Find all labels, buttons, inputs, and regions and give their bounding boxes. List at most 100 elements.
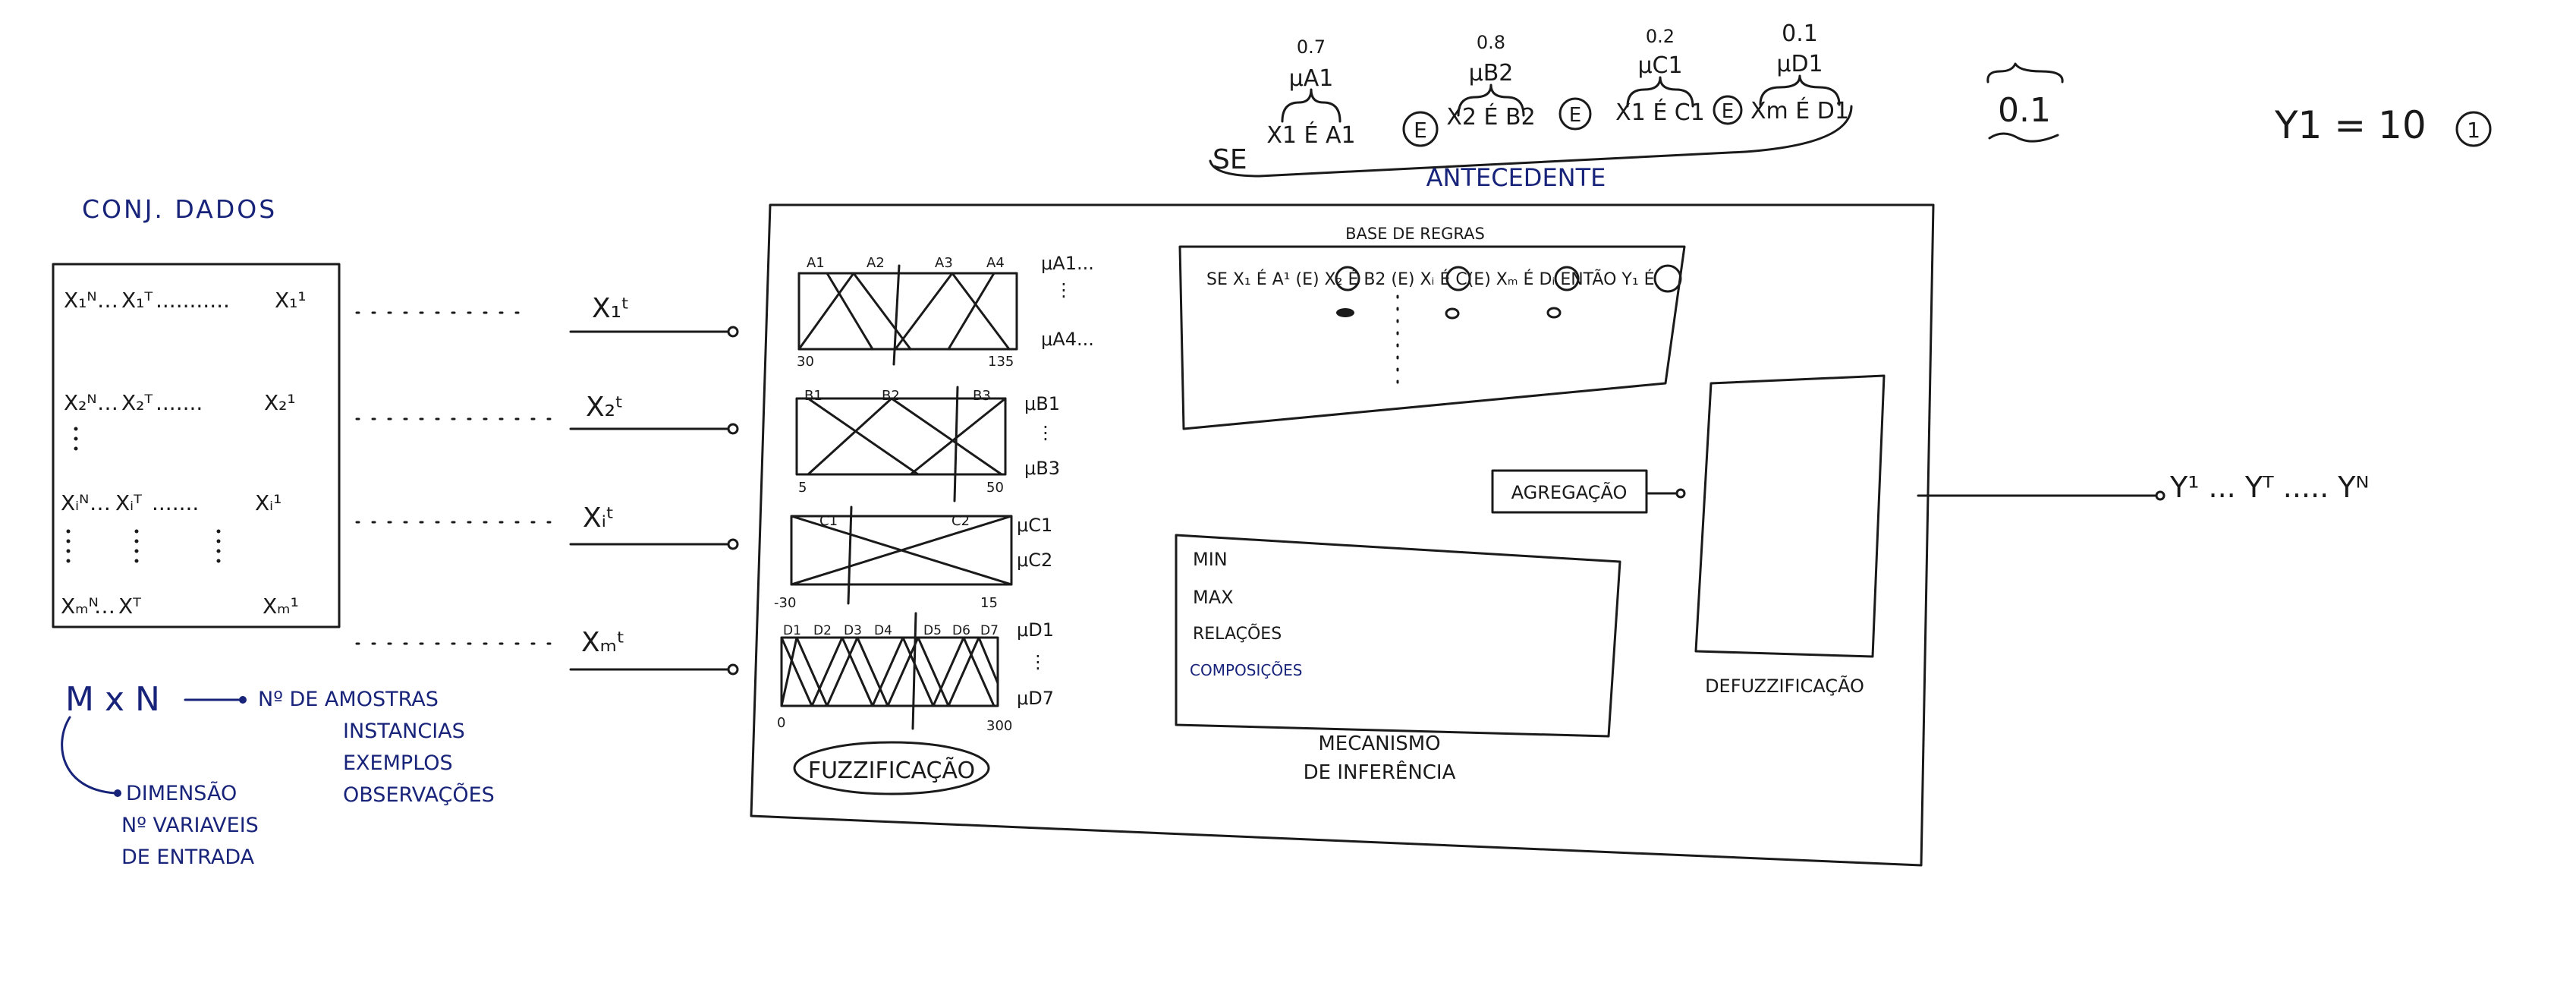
dataset-row: Xₘᴺ … Xᵀ Xₘ¹ — [61, 594, 299, 619]
row-first-value: X₁ᴺ — [64, 288, 97, 313]
term-value: 0.2 — [1646, 26, 1675, 47]
antecedent-label: ANTECEDENTE — [1426, 163, 1606, 192]
input-xm: Xₘᵗ — [355, 627, 739, 676]
rule-connective-mark — [1335, 266, 1360, 291]
input-x2: X₂ᵗ — [355, 392, 739, 435]
term-value: 0.7 — [1297, 36, 1326, 58]
mf-a2 — [797, 272, 912, 351]
aggregation-label: AGREGAÇÃO — [1511, 480, 1628, 503]
input-cursor — [847, 506, 853, 605]
output-example-marker: 1 — [2467, 118, 2480, 143]
rule-text: SE X₁ É A¹ (E) X₂ É B2 (E) Xᵢ É C(E) Xₘ … — [1206, 269, 1655, 289]
row-mid-value: X₁ᵀ — [121, 288, 153, 313]
axis-min: -30 — [774, 595, 796, 611]
row-ellipsis: … — [90, 490, 111, 515]
mf-a1 — [797, 272, 874, 351]
input-xi: Xᵢᵗ — [355, 502, 739, 550]
term-mu: μD1 — [1776, 51, 1823, 77]
rule-base-box — [1178, 245, 1686, 430]
rule-base-section: BASE DE REGRAS SE X₁ É A¹ (E) X₂ É B2 (E… — [1178, 225, 1686, 430]
dims-arrow — [61, 716, 117, 795]
row-ellipsis: … — [94, 594, 115, 619]
row-mid-value: Xᵀ — [118, 594, 141, 619]
term-brace — [1759, 74, 1841, 106]
antecedent-brace — [1209, 105, 1853, 178]
set-label: A2 — [867, 255, 885, 271]
set-label: B3 — [973, 388, 991, 404]
inference-item: RELAÇÕES — [1193, 623, 1282, 644]
input-x1: X₁ᵗ — [355, 293, 739, 338]
inference-item: COMPOSIÇÕES — [1190, 661, 1302, 679]
set-label: A3 — [935, 255, 953, 271]
inference-caption: DE INFERÊNCIA — [1304, 760, 1456, 784]
panel-frame — [780, 636, 999, 707]
axis-max: 50 — [986, 480, 1004, 496]
panel-frame — [795, 397, 1007, 476]
row-ellipsis: ........... — [156, 288, 230, 313]
antecedent-term: 0.7 μA1 X1 É A1 E — [1266, 36, 1439, 149]
vertical-ellipsis — [66, 427, 221, 563]
output-example-text: Y1 = 10 — [2274, 103, 2427, 147]
term-value: 0.8 — [1477, 32, 1505, 53]
result-brace — [1986, 62, 2064, 83]
output-example: Y1 = 10 1 — [2274, 103, 2492, 147]
set-label: C2 — [951, 513, 970, 529]
term-connective: E — [1569, 104, 1581, 127]
membership-panel-d: D1 D2 D3 D4 D5 D6 D7 0 300 μD1 ⋮ μD7 — [777, 612, 1054, 734]
rule-base-title: BASE DE REGRAS — [1345, 225, 1485, 243]
dataset-row: X₂ᴺ … X₂ᵀ ....... X₂¹ — [64, 390, 296, 415]
row-mid-value: Xᵢᵀ — [115, 490, 142, 515]
mf-a4 — [947, 272, 1018, 351]
dimension-label: M x N — [65, 680, 160, 719]
arrow-end — [727, 326, 739, 338]
mf-c2 — [790, 515, 1013, 586]
row-first-value: X₂ᴺ — [64, 390, 97, 415]
mf-d-sawtooth — [780, 636, 995, 707]
set-label: A1 — [807, 255, 825, 271]
set-label: B2 — [882, 388, 900, 404]
dimension-notes: M x N Nº DE AMOSTRAS INSTANCIAS EXEMPLOS… — [61, 680, 495, 869]
row-first-value: Xᵢᴺ — [61, 490, 89, 515]
dataset-row: X₁ᴺ … X₁ᵀ ........... X₁¹ — [64, 288, 307, 313]
term-text: Xm É D1 — [1750, 97, 1849, 124]
defuzzification-box — [1694, 374, 1886, 658]
arrow-end — [727, 663, 739, 676]
term-brace — [1626, 76, 1694, 108]
inference-section: MIN MAX RELAÇÕES COMPOSIÇÕES MECANISMO D… — [1175, 534, 1621, 784]
mu-bottom: μC2 — [1017, 550, 1052, 571]
mu-ellipsis: ⋮ — [1036, 422, 1055, 443]
antecedent-term: 0.2 μC1 X1 É C1 E — [1615, 26, 1743, 126]
antecedent-section: SE 0.7 μA1 X1 É A1 E 0.8 μB2 X2 É B2 E 0… — [1209, 20, 2064, 192]
panel-frame — [797, 272, 1018, 351]
dims-line: Nº VARIAVEIS — [121, 814, 259, 837]
set-label: D7 — [980, 623, 999, 638]
input-cursor — [892, 264, 901, 366]
antecedent-term: 0.1 μD1 Xm É D1 — [1750, 20, 1849, 124]
input-cursor — [911, 612, 917, 730]
set-label: D2 — [813, 623, 832, 638]
input-label: Xᵢᵗ — [583, 502, 615, 534]
set-label: B1 — [804, 388, 822, 404]
axis-max: 300 — [986, 718, 1012, 734]
mf-b2 — [807, 397, 1003, 476]
input-label: X₁ᵗ — [592, 293, 630, 324]
set-label: D3 — [844, 623, 862, 638]
fuzzification-label: FUZZIFICAÇÃO — [808, 757, 975, 784]
axis-min: 0 — [777, 715, 785, 731]
result-tilde — [1988, 132, 2059, 143]
row-ellipsis: ....... — [152, 490, 199, 515]
mf-a3 — [894, 272, 1011, 351]
set-label: C1 — [819, 513, 838, 529]
samples-line: EXEMPLOS — [343, 751, 453, 775]
mu-top: μA1... — [1041, 253, 1094, 274]
mf-d-sawtooth — [780, 636, 999, 707]
arrow-end — [727, 423, 739, 435]
axis-max: 15 — [980, 595, 998, 611]
term-text: X2 É B2 — [1446, 103, 1535, 131]
term-brace — [1457, 83, 1525, 117]
input-cursor — [953, 386, 959, 502]
membership-panel-b: B1 B2 B3 5 50 μB1 ⋮ μB3 — [795, 386, 1060, 502]
result-value: 0.1 — [1998, 91, 2051, 130]
aggregation-arrow-end — [1675, 488, 1686, 499]
